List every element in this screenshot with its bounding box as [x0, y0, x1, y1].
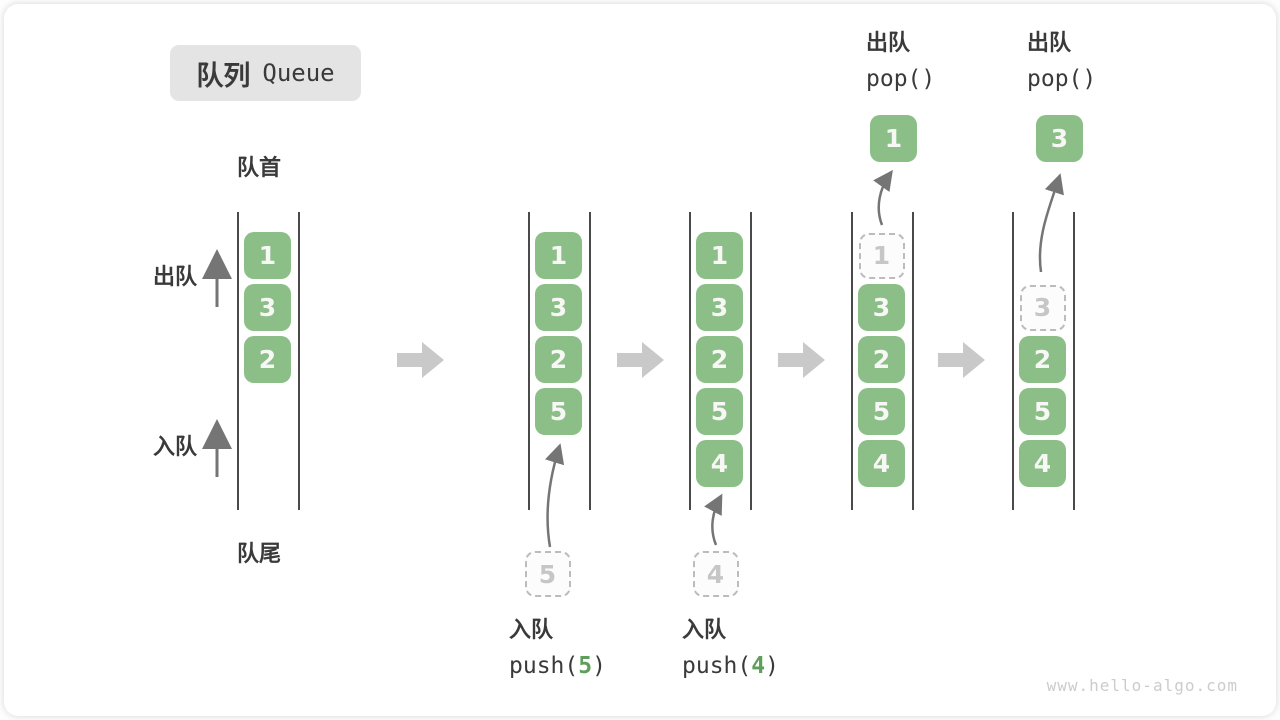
queue-cell: 3	[535, 284, 582, 331]
flow-arrow-icon	[778, 342, 825, 378]
pipe-wall-left	[689, 212, 691, 510]
queue-cell: 1	[696, 232, 743, 279]
pop-1-arrow-icon	[873, 169, 893, 226]
queue-cell: 4	[1019, 440, 1066, 487]
enqueue-4-arrow-icon	[704, 493, 723, 546]
popped-cell: 1	[870, 115, 917, 162]
pipe-wall-right	[750, 212, 752, 510]
label-enqueue-side: 入队	[153, 435, 198, 460]
pipe-wall-left	[237, 212, 239, 510]
title-badge: 队列 Queue	[170, 45, 361, 101]
op-push-4-arg: 4	[751, 653, 766, 679]
label-queue-rear: 队尾	[237, 542, 282, 567]
queue-cell: 5	[858, 388, 905, 435]
pipe-wall-right	[912, 212, 914, 510]
title-en: Queue	[262, 59, 335, 87]
op-push-4-label: 入队	[682, 618, 727, 643]
queue-cell: 5	[696, 388, 743, 435]
incoming-cell: 4	[692, 551, 739, 597]
flow-arrow-icon	[938, 342, 985, 378]
queue-cell: 2	[535, 336, 582, 383]
pipe-wall-right	[589, 212, 591, 510]
op-push-4: 入队 push(4)	[682, 618, 779, 679]
op-push-5-arg: 5	[578, 653, 593, 679]
op-push-4-code: push(4)	[682, 653, 779, 679]
queue-cell: 2	[244, 336, 291, 383]
flow-arrow-icon	[397, 342, 444, 378]
flow-arrow-icon	[617, 342, 664, 378]
queue-cell-ghost: 3	[1019, 284, 1066, 331]
popped-cell: 3	[1036, 115, 1083, 162]
queue-cell: 2	[1019, 336, 1066, 383]
op-pop-first: 出队 pop()	[866, 31, 935, 92]
pipe-wall-right	[298, 212, 300, 510]
queue-cell: 4	[858, 440, 905, 487]
pipe-wall-left	[528, 212, 530, 510]
label-dequeue-side: 出队	[153, 265, 198, 290]
op-pop-second: 出队 pop()	[1027, 31, 1096, 92]
op-pop-second-label: 出队	[1027, 31, 1072, 56]
pipe-wall-right	[1073, 212, 1075, 510]
pop-3-arrow-icon	[1038, 173, 1064, 273]
watermark: www.hello-algo.com	[1046, 676, 1238, 695]
queue-cell: 3	[858, 284, 905, 331]
op-push-5-code: push(5)	[509, 653, 606, 679]
queue-cell: 5	[535, 388, 582, 435]
queue-cell: 4	[696, 440, 743, 487]
op-push-5-label: 入队	[509, 618, 554, 643]
label-queue-front: 队首	[237, 156, 282, 181]
diagram-panel: 队列 Queue 队首 队尾 出队 入队 1 3 2 1 3 2 5 5 1 3 2 5 4 4 1 3 2 5 4…	[4, 4, 1276, 716]
op-pop-first-label: 出队	[866, 31, 911, 56]
queue-cell-ghost: 1	[858, 232, 905, 279]
op-pop-first-code: pop()	[866, 66, 936, 92]
title-zh: 队列	[196, 60, 251, 92]
incoming-cell: 5	[524, 551, 571, 597]
queue-cell: 1	[244, 232, 291, 279]
queue-cell: 2	[858, 336, 905, 383]
enqueue-5-arrow-icon	[545, 443, 565, 548]
queue-cell: 2	[696, 336, 743, 383]
pipe-wall-left	[851, 212, 853, 510]
queue-cell: 3	[244, 284, 291, 331]
queue-cell: 5	[1019, 388, 1066, 435]
op-pop-second-code: pop()	[1027, 66, 1097, 92]
queue-cell: 1	[535, 232, 582, 279]
op-push-5: 入队 push(5)	[509, 618, 606, 679]
queue-cell: 3	[696, 284, 743, 331]
pipe-wall-left	[1012, 212, 1014, 510]
